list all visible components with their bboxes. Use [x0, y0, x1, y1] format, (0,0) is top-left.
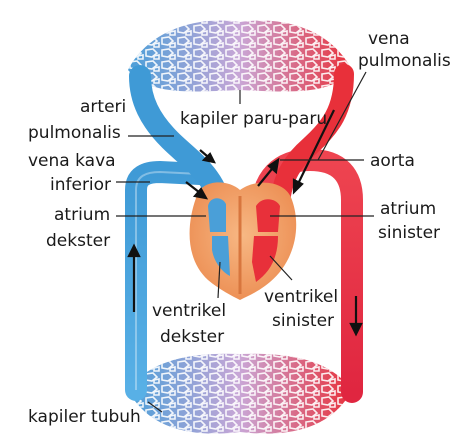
- left-atrium: [256, 199, 280, 232]
- left-ventricle: [252, 236, 278, 282]
- label-vena-pulmonalis-line2: pulmonalis: [358, 51, 451, 71]
- label-vena-pulmonalis-line1: vena: [368, 29, 410, 49]
- label-ventrikel-dekster-line1: ventrikel: [152, 301, 226, 321]
- label-arteri-pulmonalis-line1: arteri: [80, 97, 126, 117]
- label-ventrikel-sinister-line2: sinister: [272, 311, 334, 331]
- vena-kava-vessel: [125, 160, 211, 401]
- label-atrium-dekster-line1: atrium: [54, 205, 110, 225]
- label-atrium-sinister-line2: sinister: [378, 223, 440, 243]
- body-capillary-bed: [128, 353, 352, 434]
- pulmonary-vein-vessel: [270, 64, 354, 214]
- label-atrium-dekster-line2: dekster: [46, 231, 110, 251]
- label-aorta: aorta: [370, 151, 415, 171]
- label-vena-kava-line1: vena kava: [28, 151, 116, 171]
- label-arteri-pulmonalis-line2: pulmonalis: [28, 123, 121, 143]
- label-ventrikel-dekster-line2: dekster: [160, 327, 224, 347]
- labels: vena pulmonalis arteri pulmonalis kapile…: [28, 29, 451, 427]
- lung-capillary-bed: [128, 20, 352, 92]
- label-vena-kava-line2: inferior: [50, 175, 111, 195]
- label-ventrikel-sinister-line1: ventrikel: [264, 287, 338, 307]
- flow-arrows: [127, 109, 363, 337]
- label-kapiler-tubuh: kapiler tubuh: [28, 407, 141, 427]
- right-ventricle: [212, 236, 230, 276]
- right-atrium: [208, 198, 226, 232]
- heart: [189, 182, 297, 300]
- leader-lines: [116, 71, 374, 413]
- label-kapiler-paru: kapiler paru-paru: [180, 109, 327, 129]
- label-atrium-sinister-line1: atrium: [380, 199, 436, 219]
